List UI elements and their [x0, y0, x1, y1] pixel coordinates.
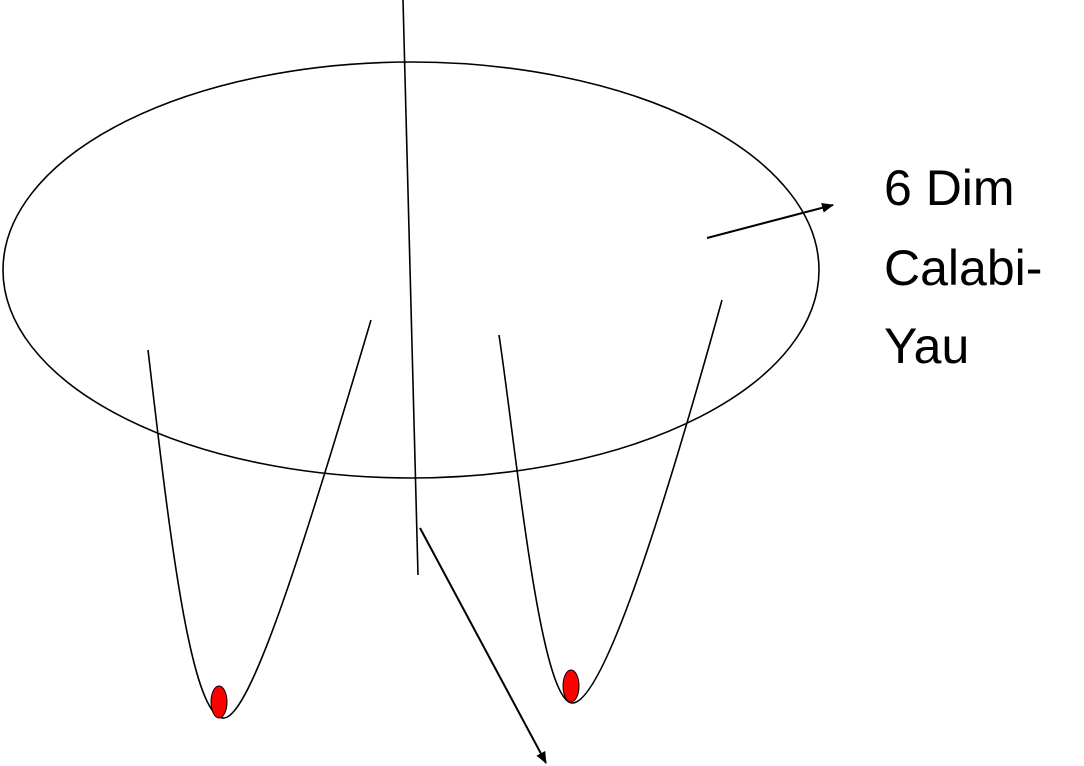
left-minimum-marker: [210, 685, 228, 719]
vertical-axis: [402, 0, 419, 576]
right-potential-well: [498, 299, 723, 704]
label-arrow: [706, 202, 834, 239]
left-potential-well: [147, 319, 372, 719]
label-line-1: 6 Dim: [884, 160, 1015, 216]
label-line-3: Yau: [884, 318, 970, 374]
right-minimum-marker: [562, 669, 580, 703]
calabi-yau-ellipse: [2, 61, 820, 479]
label-line-2: Calabi-: [884, 240, 1043, 296]
axis-arrow: [419, 527, 547, 764]
